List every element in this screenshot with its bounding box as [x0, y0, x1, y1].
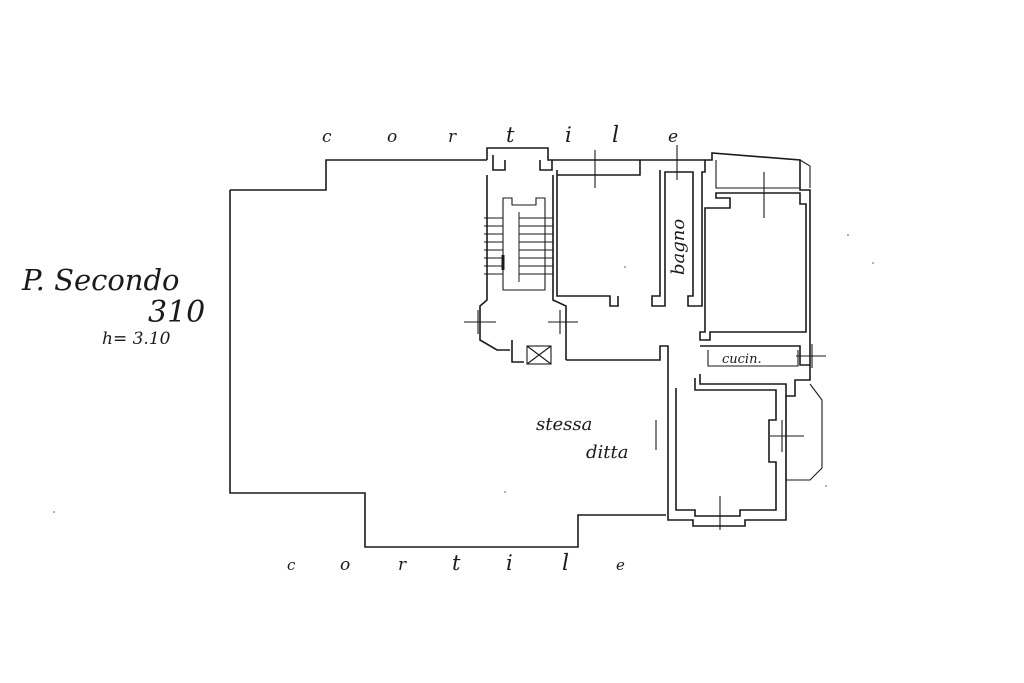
courtyard-top-letter: o — [387, 127, 397, 147]
courtyard-bottom-letter: r — [398, 555, 407, 575]
courtyard-bottom-letter: o — [340, 555, 350, 575]
courtyard-top-letter: i — [565, 123, 572, 147]
courtyard-top-letter: r — [448, 127, 457, 147]
lift-shaft — [526, 345, 552, 365]
staircase — [484, 212, 553, 282]
same-owner-label-line2: ditta — [586, 442, 628, 463]
courtyard-bottom-letter: e — [616, 556, 625, 574]
height-label: h= 3.10 — [102, 329, 171, 349]
courtyard-bottom-letter: c — [287, 556, 296, 574]
courtyard-bottom-letter: l — [562, 551, 569, 576]
reference-crosshairs — [464, 145, 826, 530]
courtyard-bottom-letter: t — [452, 551, 461, 575]
lower-room-walls — [667, 378, 787, 527]
courtyard-bottom-letter: i — [506, 551, 513, 575]
courtyard-top-letter: l — [612, 123, 619, 148]
same-owner-label-line1: stessa — [536, 414, 592, 435]
courtyard-top-letter: t — [506, 123, 515, 147]
courtyard-top-letter: e — [668, 127, 678, 147]
courtyard-top-label: c o r t i l e — [322, 123, 678, 148]
courtyard-top-letter: c — [322, 127, 332, 147]
sheet-number: 310 — [148, 295, 205, 330]
kitchen-label: cucin. — [722, 352, 762, 367]
apartment-walls — [479, 147, 823, 527]
left-unit-perimeter — [229, 159, 666, 548]
bathroom-label: bagno — [668, 219, 689, 275]
courtyard-bottom-label: c o r t i l e — [287, 551, 625, 576]
bathroom-walls — [651, 160, 706, 307]
floor-label: P. Secondo — [21, 263, 180, 297]
